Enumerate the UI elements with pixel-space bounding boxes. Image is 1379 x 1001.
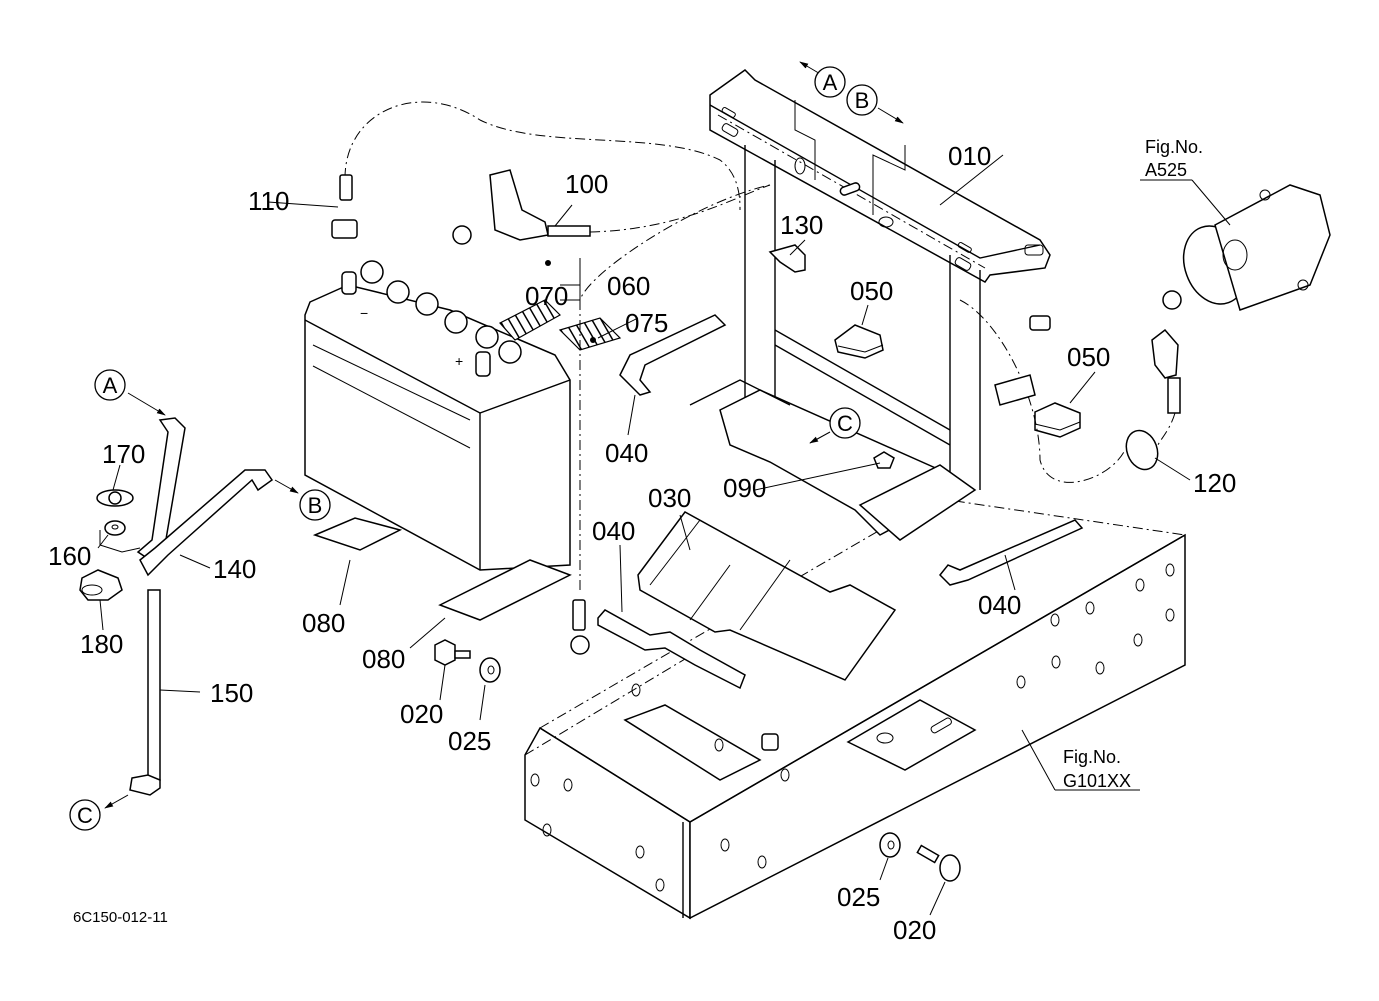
rubber-strip-040-b <box>597 609 746 690</box>
leader-lines <box>97 154 1231 916</box>
bolt-frame-right <box>1029 315 1051 331</box>
callout-025-b: 025 <box>837 882 880 912</box>
callout-060: 060 <box>607 271 650 301</box>
callout-040-a: 040 <box>605 438 648 468</box>
callout-150: 150 <box>210 678 253 708</box>
spacer-180 <box>79 569 123 601</box>
clamp-120 <box>1125 429 1159 471</box>
battery-pad-030 <box>637 511 897 681</box>
starter-motor <box>1182 184 1331 311</box>
callout-020-a: 020 <box>400 699 443 729</box>
ref-marker-a-top: A <box>814 66 846 98</box>
clip-090 <box>873 451 895 469</box>
svg-text:A525: A525 <box>1145 160 1187 180</box>
callout-140: 140 <box>213 554 256 584</box>
ref-marker-c-center: C <box>829 407 861 439</box>
wing-nut-170 <box>96 489 134 507</box>
callout-100: 100 <box>565 169 608 199</box>
callout-025-a: 025 <box>448 726 491 756</box>
svg-text:C: C <box>77 803 93 828</box>
callout-030: 030 <box>648 483 691 513</box>
callout-080-a: 080 <box>302 608 345 638</box>
callout-170: 170 <box>102 439 145 469</box>
callouts: 010 130 100 110 060 070 075 050 050 040 … <box>48 141 1236 945</box>
positive-terminal-mark: + <box>455 353 463 369</box>
figure-ref-a525[interactable]: Fig.No. A525 <box>1145 137 1203 180</box>
callout-080-b: 080 <box>362 644 405 674</box>
ref-marker-c-left: C <box>69 799 101 831</box>
callout-075: 075 <box>625 308 668 338</box>
callout-130: 130 <box>780 210 823 240</box>
callout-040-b: 040 <box>592 516 635 546</box>
label-070 <box>499 299 561 341</box>
callout-110: 110 <box>248 186 289 216</box>
chassis-frame <box>524 497 1186 920</box>
bolt-020-b <box>916 844 961 882</box>
svg-text:A: A <box>103 373 118 398</box>
callout-070: 070 <box>525 281 568 311</box>
callout-180: 180 <box>80 629 123 659</box>
cable-ground <box>570 184 771 655</box>
cable-110 <box>331 101 741 239</box>
svg-text:Fig.No.: Fig.No. <box>1145 137 1203 157</box>
bolt-020-a <box>434 639 471 666</box>
svg-text:G101XX: G101XX <box>1063 771 1131 791</box>
clip-130 <box>768 244 806 273</box>
callout-020-b: 020 <box>893 915 936 945</box>
rubber-strip-040-a <box>619 314 727 396</box>
ref-marker-b-top: B <box>846 84 878 116</box>
hold-down-rod-140 <box>136 417 274 577</box>
ref-marker-a-left: A <box>94 369 126 401</box>
figure-ref-g101xx[interactable]: Fig.No. G101XX <box>1063 747 1131 791</box>
callout-040-c: 040 <box>978 590 1021 620</box>
starter-cable <box>959 290 1182 483</box>
negative-terminal-mark: − <box>360 305 368 321</box>
battery: − + <box>304 260 571 571</box>
washer-025-a <box>479 657 501 683</box>
svg-text:B: B <box>308 493 323 518</box>
rubber-pad-050-a <box>834 324 884 359</box>
battery-bracket-frame <box>689 69 1051 541</box>
cable-100 <box>452 169 771 245</box>
callout-090: 090 <box>723 473 766 503</box>
spacer-080-b <box>438 559 572 621</box>
reference-arrows <box>104 61 904 809</box>
svg-text:A: A <box>823 70 838 95</box>
svg-text:Fig.No.: Fig.No. <box>1063 747 1121 767</box>
label-075 <box>558 317 622 351</box>
callout-160: 160 <box>48 541 91 571</box>
callout-050-b: 050 <box>1067 342 1110 372</box>
rubber-strip-040-c <box>938 519 1084 586</box>
bracket-frame-right <box>994 374 1036 406</box>
callout-050-a: 050 <box>850 276 893 306</box>
spacer-080-a <box>312 517 403 551</box>
ref-marker-b-left: B <box>299 489 331 521</box>
drawing-code: 6C150-012-11 <box>73 909 168 926</box>
threaded-rod-150 <box>129 589 161 796</box>
washer-160 <box>104 520 126 536</box>
callout-120: 120 <box>1193 468 1236 498</box>
washer-025-b <box>879 832 901 858</box>
svg-text:B: B <box>855 88 870 113</box>
frame-holes <box>530 563 1175 892</box>
svg-text:C: C <box>837 411 853 436</box>
rubber-pad-050-b <box>1034 402 1081 438</box>
callout-010: 010 <box>948 141 991 171</box>
